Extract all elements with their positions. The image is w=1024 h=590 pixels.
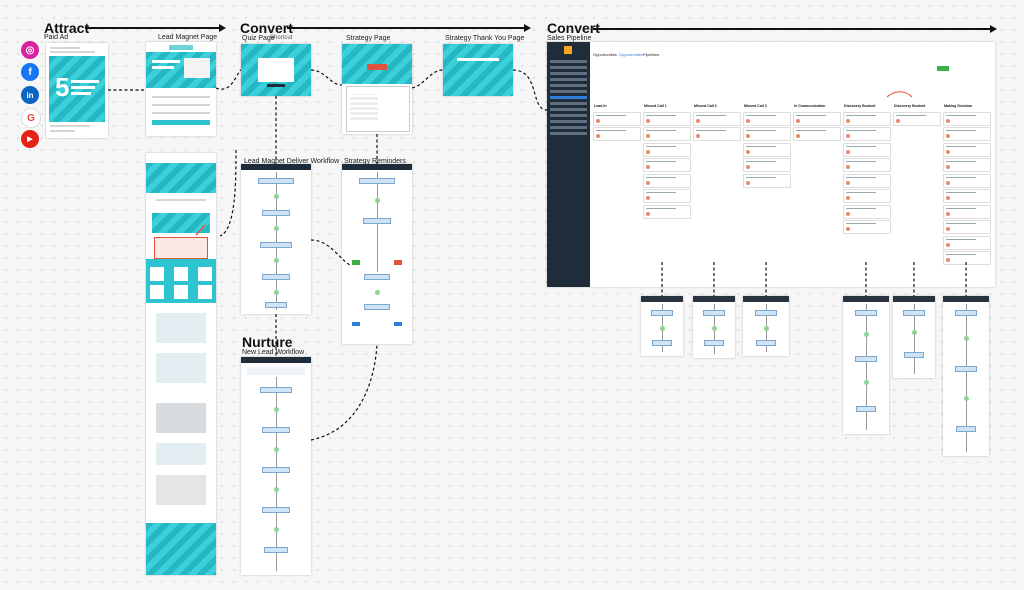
stage-title-convert: Convert [240, 20, 293, 36]
convert-arrow-line [287, 27, 525, 29]
convert2-arrowhead [990, 24, 997, 33]
lead-magnet-deliver-workflow-card [241, 164, 311, 314]
lead-magnet-page-label: Lead Magnet Page [158, 34, 218, 41]
strategy-reminders-workflow-card [342, 164, 412, 344]
linkedin-icon: in [21, 86, 39, 104]
highlighted-cta-box [154, 237, 208, 259]
connector-thankyou-to-pipeline [512, 69, 548, 111]
pipeline-workflow-card-6 [943, 296, 989, 456]
quiz-page-label: Quiz Page [242, 35, 275, 42]
strategy-page-card [342, 44, 412, 134]
stage-title-convert-2: Convert [547, 20, 600, 36]
attract-arrowhead [219, 23, 226, 32]
pipeline-column-2: Missed Call 2 [692, 102, 742, 287]
quiz-page-card [241, 44, 311, 96]
pipeline-column-0: Lead In [592, 102, 642, 287]
paid-ad-card: 5 [46, 43, 108, 138]
quiz-shortcut-tag: Shortcut [270, 35, 293, 41]
connector-quiz-to-strategy [310, 69, 343, 86]
strategy-reminders-label: Strategy Reminders [344, 158, 406, 165]
google-icon: G [21, 108, 41, 128]
pipeline-column-1: Missed Call 1 [642, 102, 692, 287]
pipeline-tab-opportunities[interactable]: Opportunities [593, 52, 617, 57]
strategy-thank-you-card [443, 44, 513, 96]
attract-arrow-line [85, 27, 220, 29]
pipeline-column-6: Discovery Booked [892, 102, 942, 287]
stage-title-nurture: Nurture [242, 334, 293, 350]
instagram-icon: ◎ [21, 41, 39, 59]
sales-pipeline-app: Opportunities Opportunities Pipelines Le… [547, 42, 995, 287]
new-lead-workflow-card [241, 357, 311, 575]
pipeline-workflow-card-1 [641, 296, 683, 356]
pipeline-workflow-card-2 [693, 296, 735, 358]
pipeline-tab-pipelines[interactable]: Pipelines [643, 52, 660, 57]
stage-title-attract: Attract [44, 20, 90, 36]
lead-magnet-page-card [146, 42, 216, 136]
long-landing-page-card [146, 153, 216, 575]
facebook-icon: f [21, 63, 39, 81]
connector-landing-to-quiz [215, 69, 242, 90]
connector-to-landing-cta [219, 149, 237, 237]
lead-magnet-deliver-label: Lead Magnet Deliver Workflow [244, 158, 340, 165]
pipeline-workflow-card-5 [893, 296, 935, 378]
pipeline-column-3: Missed Call 3 [742, 102, 792, 287]
connector-nurture-to-reminders [310, 343, 378, 441]
ad-headline-number: 5 [55, 72, 70, 102]
connector-strategy-to-thankyou [411, 69, 444, 89]
convert2-arrow-line [593, 28, 991, 30]
strategy-page-label: Strategy Page [346, 35, 391, 42]
pipeline-sidebar [547, 42, 590, 287]
pipeline-workflow-card-4 [843, 296, 889, 434]
stage-subtitle-paid-ad: Paid Ad [44, 34, 69, 41]
ad-image: 5 [49, 56, 105, 122]
stage-subtitle-sales-pipeline: Sales Pipeline [547, 35, 592, 42]
youtube-icon: ▶ [21, 130, 39, 148]
strategy-thank-you-label: Strategy Thank You Page [445, 35, 525, 42]
pipeline-workflow-card-3 [743, 296, 789, 356]
pipeline-column-7: Making Decision [942, 102, 992, 287]
stage-subtitle-new-lead-workflow: New Lead Workflow [242, 349, 305, 356]
pipeline-column-5: Discovery Booked [842, 102, 892, 287]
pipeline-column-4: In Communication [792, 102, 842, 287]
convert-arrowhead [524, 23, 531, 32]
pipeline-tab-opportunities-2[interactable]: Opportunities [619, 52, 643, 57]
